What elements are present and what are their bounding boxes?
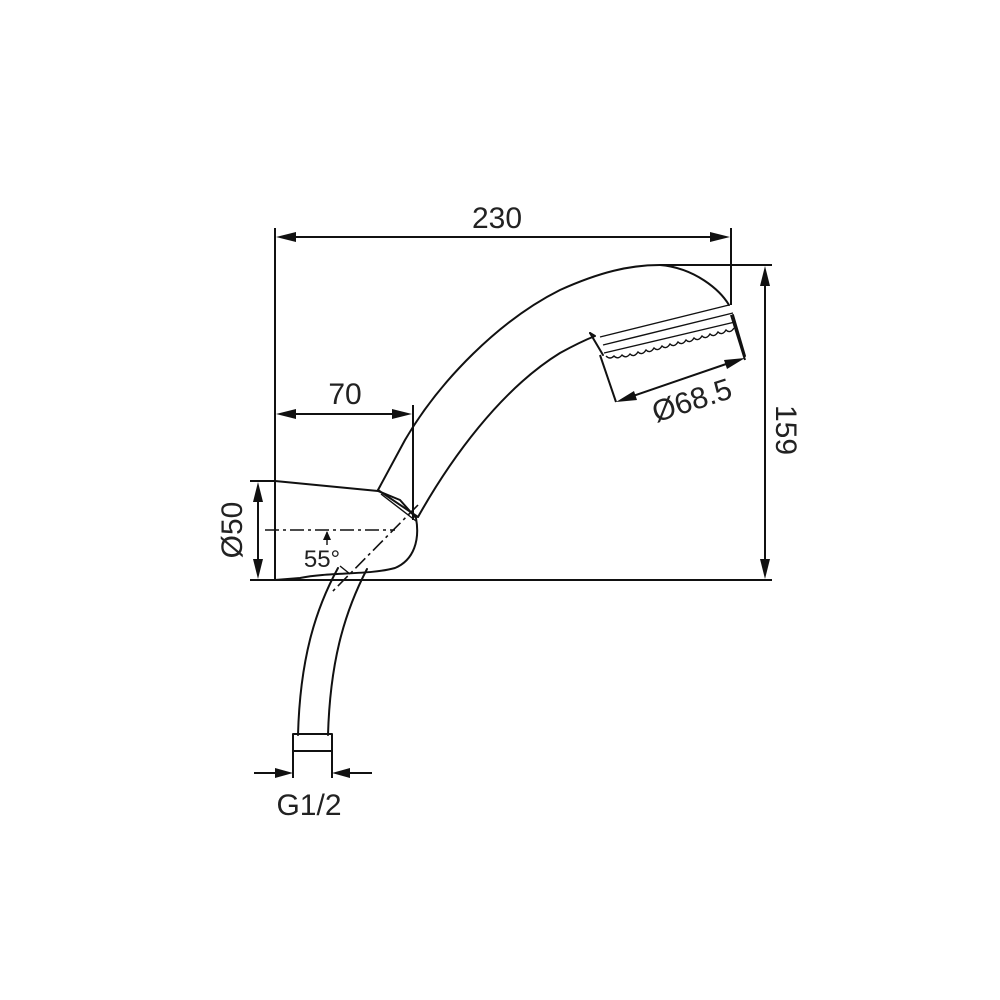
hose-fitting [292,733,333,778]
dim-o68-label: Ø68.5 [648,373,736,430]
dimension-overall-height: 159 [760,266,802,579]
dim-70-label: 70 [328,378,361,411]
dimension-holder-diameter: Ø50 [216,482,263,579]
shower-hose [297,504,419,736]
dimension-overall-length: 230 [276,202,730,242]
angle-annotation: 55° [304,531,351,575]
dim-g12-label: G1/2 [276,789,341,822]
extension-lines [250,228,772,581]
dim-230-label: 230 [472,202,522,235]
shower-handle [377,264,661,522]
dim-159-label: 159 [769,405,802,455]
angle-55-label: 55° [304,546,340,573]
dim-o50-label: Ø50 [216,502,249,559]
dimension-thread: G1/2 [254,768,372,822]
wall-holder [265,480,419,581]
shower-head [589,264,746,359]
dimension-holder-projection: 70 [276,378,412,419]
